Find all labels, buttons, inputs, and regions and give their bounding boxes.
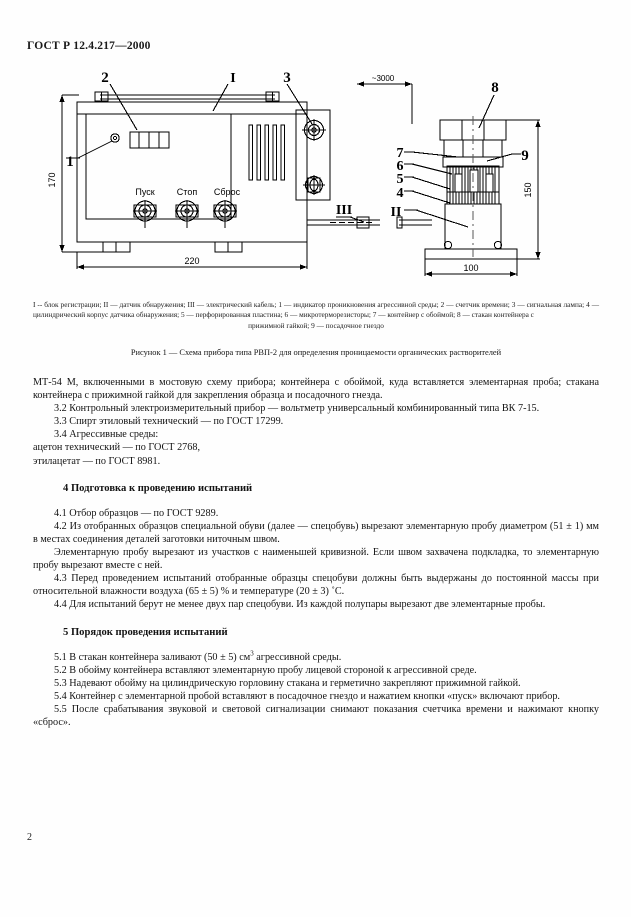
paragraph-5-4: 5.4 Контейнер с элементарной пробой вста…: [54, 690, 560, 702]
paragraph-continued: МТ-54 М, включенными в мостовую схему пр…: [33, 377, 599, 402]
figure-callout-6: 6: [397, 159, 404, 174]
figure-caption: Рисунок 1 — Схема прибора типа РВП-2 для…: [130, 348, 502, 357]
figure-callout-5: 5: [397, 172, 404, 187]
paragraph-5-1-part-b: агрессивной среды.: [253, 651, 342, 663]
button-label-start: Пуск: [135, 187, 154, 197]
paragraph-5-2: 5.2 В обойму контейнера вставляют элемен…: [54, 664, 477, 676]
dimension-sensor-height-150: 150: [523, 182, 533, 197]
paragraph-5-1: 5.1 В стакан контейнера заливают (50 ± 5…: [33, 649, 599, 664]
section-heading-4: 4 Подготовка к проведению испытаний: [63, 482, 253, 494]
standard-code-header: ГОСТ Р 12.4.217—2000: [27, 40, 151, 52]
document-body: МТ-54 М, включенными в мостовую схему пр…: [33, 376, 599, 729]
figure-callout-3: 3: [283, 70, 291, 86]
paragraph-4-2-b: Элементарную пробу вырезают из участков …: [33, 547, 599, 572]
paragraph-4-4: 4.4 Для испытаний берут не менее двух па…: [54, 599, 546, 611]
figure-callout-8: 8: [491, 80, 499, 96]
paragraph-3-4: 3.4 Агрессивные среды:: [54, 429, 159, 441]
paragraph-4-3: 4.3 Перед проведением испытаний отобранн…: [33, 573, 599, 598]
figure-legend-text: I -- блок регистрации; II — датчик обнар…: [33, 300, 599, 320]
paragraph-5-3: 5.3 Надевают обойму на цилиндрическую го…: [54, 677, 521, 689]
dimension-sensor-base-100: 100: [463, 263, 478, 273]
figure-callout-4: 4: [397, 186, 404, 201]
figure-legend-last-line: прижимной гайкой; 9 — посадочное гнездо: [248, 320, 384, 330]
dimension-height-170: 170: [47, 172, 57, 187]
figure-callout-1: 1: [66, 154, 74, 170]
paragraph-4-2: 4.2 Из отобранных образцов специальной о…: [33, 520, 599, 545]
paragraph-3-4-ethylacetate: этилацетат — по ГОСТ 8981.: [33, 455, 161, 467]
figure-callout-2: 2: [101, 70, 109, 86]
dimension-width-220: 220: [184, 256, 199, 266]
button-label-reset: Сброс: [214, 187, 241, 197]
page-number: 2: [27, 832, 32, 843]
figure-callout-9: 9: [521, 148, 529, 164]
paragraph-3-2: 3.2 Контрольный электроизмерительный при…: [54, 403, 540, 415]
figure-callout-7: 7: [397, 146, 404, 161]
figure-callout-roman-2: II: [391, 205, 402, 220]
paragraph-5-5: 5.5 После срабатывания звуковой и светов…: [33, 703, 599, 729]
figure-callout-roman-3: III: [336, 203, 352, 218]
dimension-cable-3000: ~3000: [372, 74, 395, 83]
paragraph-5-1-part-a: 5.1 В стакан контейнера заливают (50 ± 5…: [54, 651, 251, 663]
paragraph-3-3: 3.3 Спирт этиловый технический — по ГОСТ…: [54, 416, 284, 428]
figure-1-diagram: 2 1 3 8 7 6 5 4 9 I II III Пуск Стоп Сбр…: [0, 62, 631, 294]
paragraph-5-1-superscript: 3: [250, 649, 254, 658]
figure-legend: I -- блок регистрации; II — датчик обнар…: [33, 300, 599, 331]
figure-callout-roman-1: I: [230, 71, 235, 86]
button-label-stop: Стоп: [177, 187, 198, 197]
paragraph-4-1: 4.1 Отбор образцов — по ГОСТ 9289.: [54, 507, 219, 519]
paragraph-3-4-acetone: ацетон технический — по ГОСТ 2768,: [33, 442, 200, 454]
section-heading-5: 5 Порядок проведения испытаний: [63, 626, 228, 638]
